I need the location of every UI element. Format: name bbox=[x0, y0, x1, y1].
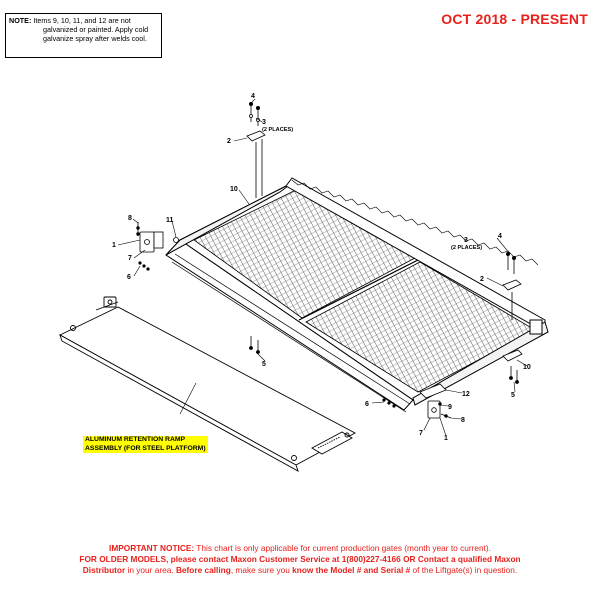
ramp-bottom-hinge bbox=[311, 431, 353, 455]
notice-line-2: FOR OLDER MODELS, please contact Maxon C… bbox=[0, 554, 600, 565]
note-text-2: galvanized or painted. Apply cold bbox=[43, 25, 149, 35]
callout-places-top: (2 PLACES) bbox=[262, 127, 293, 133]
callout-2-right: 2 bbox=[480, 276, 484, 283]
callout-6-bottom: 6 bbox=[365, 401, 369, 408]
top-clamp-block bbox=[246, 130, 266, 142]
left-washer-6c bbox=[146, 267, 150, 271]
notice-before-calling: Before calling bbox=[175, 565, 231, 576]
right-clamp-block bbox=[502, 279, 522, 291]
ramp-top-hinge bbox=[103, 296, 117, 308]
left-hinge-assembly bbox=[136, 222, 179, 271]
platform-back-teeth bbox=[291, 179, 539, 266]
callout-5-right: 5 bbox=[511, 392, 515, 399]
bottom-bolt-8-shaft bbox=[440, 413, 452, 419]
callout-7-left: 7 bbox=[128, 255, 132, 262]
bottom-washer-6a bbox=[382, 398, 386, 402]
notice-model-serial: know the Model # and Serial # bbox=[292, 565, 411, 576]
ramp-top-hinge-arm bbox=[95, 301, 119, 311]
notice-line-1-text: This chart is only applicable for curren… bbox=[194, 543, 491, 553]
note-label: NOTE: bbox=[9, 16, 32, 25]
bottom-hinge-assembly bbox=[382, 383, 452, 419]
notice-line-3: Distributor in your area. Before calling… bbox=[0, 565, 600, 576]
callout-11: 11 bbox=[166, 217, 174, 224]
platform-front-rail bbox=[174, 253, 411, 405]
platform-right-side bbox=[412, 321, 549, 406]
leader-lines bbox=[117, 98, 528, 437]
right-hardware-stack bbox=[502, 251, 522, 320]
callout-2-top: 2 bbox=[227, 138, 231, 145]
callout-3-top: 3 bbox=[262, 119, 266, 126]
mid-bolt-head-1 bbox=[249, 346, 253, 350]
notice-heading: IMPORTANT NOTICE: bbox=[109, 543, 195, 553]
ramp-hole-bottom-right bbox=[291, 455, 297, 461]
note-line-1: NOTE: Items 9, 10, 11, and 12 are not bbox=[9, 16, 158, 25]
right-bracket-10 bbox=[502, 349, 523, 362]
note-text-1: Items 9, 10, 11, and 12 are not bbox=[33, 16, 131, 25]
bottom-bolts bbox=[249, 336, 523, 384]
mid-bolt-head-2 bbox=[256, 350, 260, 354]
aluminum-retention-ramp bbox=[59, 296, 356, 472]
date-range-header: OCT 2018 - PRESENT bbox=[441, 11, 588, 27]
callout-1-bottom: 1 bbox=[444, 435, 448, 442]
bottom-hinge-pin-hole bbox=[431, 407, 437, 413]
platform-right-end-block bbox=[529, 319, 543, 335]
callout-4-top: 4 bbox=[251, 93, 255, 100]
bottom-washer-6c bbox=[392, 404, 396, 408]
top-bolt-head-1 bbox=[248, 102, 253, 107]
note-box: NOTE: Items 9, 10, 11, and 12 are not ga… bbox=[5, 13, 162, 58]
ramp-panel-lip bbox=[59, 334, 299, 472]
right-bolt-head-1 bbox=[505, 251, 510, 256]
note-text-3: galvanize spray after welds cool. bbox=[43, 34, 147, 44]
callout-3-right: 3 bbox=[464, 237, 468, 244]
callout-6-left: 6 bbox=[127, 274, 131, 281]
ramp-label-line-2: ASSEMBLY (FOR STEEL PLATFORM) bbox=[85, 444, 206, 452]
callout-1-left: 1 bbox=[112, 242, 116, 249]
steel-platform bbox=[165, 177, 549, 413]
notice-line-3-t1: in your area. bbox=[125, 565, 176, 576]
notice-older-models: FOR OLDER MODELS, please contact Maxon C… bbox=[79, 554, 521, 565]
ramp-hole-top-left bbox=[70, 325, 76, 331]
notice-distributor: Distributor bbox=[82, 565, 126, 576]
left-hinge-pin-hole bbox=[144, 239, 150, 245]
callout-10-left: 10 bbox=[230, 186, 238, 193]
callout-8-bottom: 8 bbox=[461, 417, 465, 424]
callout-7-bottom: 7 bbox=[419, 430, 423, 437]
weld-block-11 bbox=[173, 237, 179, 243]
important-notice: IMPORTANT NOTICE: This chart is only app… bbox=[0, 543, 600, 577]
platform-center-rail bbox=[298, 259, 419, 321]
ramp-top-hinge-pin bbox=[107, 299, 113, 305]
notice-line-3-t3: of the Liftgate(s) in question. bbox=[410, 565, 518, 576]
platform-front-rail-2 bbox=[171, 261, 407, 413]
callout-4-right: 4 bbox=[498, 233, 502, 240]
top-washer-1 bbox=[249, 114, 253, 118]
notice-line-3-t2: , make sure you bbox=[230, 565, 293, 576]
right-low-bolt-head-2 bbox=[515, 380, 519, 384]
left-hinge-block bbox=[153, 231, 164, 249]
right-bolt-head-2 bbox=[512, 255, 517, 260]
ramp-bottom-hinge-pin bbox=[344, 432, 350, 438]
callout-10-right: 10 bbox=[523, 364, 531, 371]
callout-places-right: (2 PLACES) bbox=[451, 245, 482, 251]
ramp-label-line-1: ALUMINUM RETENTION RAMP bbox=[85, 436, 186, 443]
ramp-spring-coil bbox=[317, 436, 341, 449]
top-hardware-stack bbox=[246, 102, 266, 198]
ramp-assembly-label: ALUMINUM RETENTION RAMP ASSEMBLY (FOR ST… bbox=[83, 436, 208, 454]
callout-8-left: 8 bbox=[128, 215, 132, 222]
right-low-bolt-head-1 bbox=[509, 376, 513, 380]
left-washer-6a bbox=[138, 261, 142, 265]
platform-back-rail bbox=[285, 177, 546, 333]
callout-9: 9 bbox=[448, 404, 452, 411]
callout-12: 12 bbox=[462, 391, 470, 398]
top-bolt-head-2 bbox=[255, 106, 260, 111]
callout-5-mid: 5 bbox=[262, 361, 266, 368]
notice-line-1: IMPORTANT NOTICE: This chart is only app… bbox=[0, 543, 600, 554]
bottom-washer-6b bbox=[387, 401, 391, 405]
left-washer-6b bbox=[142, 264, 146, 268]
